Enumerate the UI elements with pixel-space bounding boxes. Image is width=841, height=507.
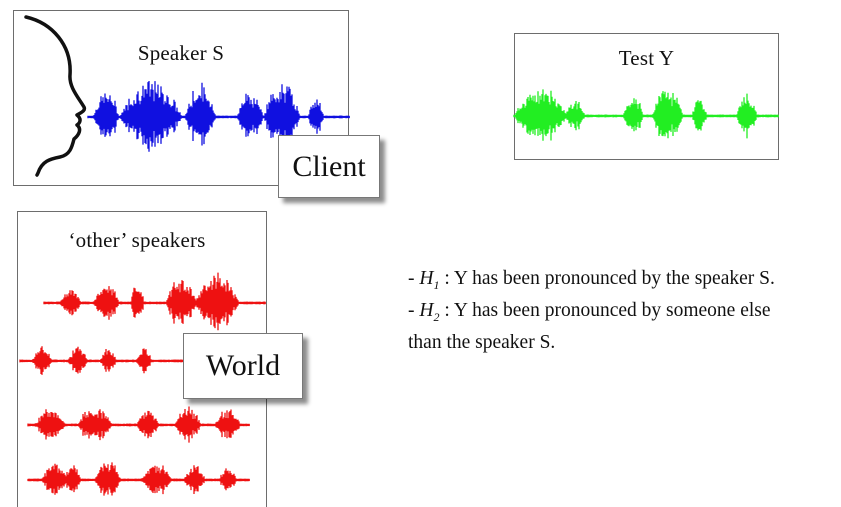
hypothesis-text: : Y has been pronounced by someone else [439,299,771,321]
hypothesis-symbol: H1 [419,268,440,292]
speaker-title: Speaker S [137,41,225,65]
head-profile-icon [24,15,87,177]
hypothesis-text: : Y has been pronounced by the speaker S… [439,268,775,289]
client-label: Client [278,135,380,198]
test-panel: Test Y [514,33,779,160]
waveform-trace [43,272,266,331]
hypothesis-2-continued: than the speaker S. [408,330,838,356]
hypothesis-text: than the speaker S. [408,331,556,353]
waveform-trace [87,81,350,152]
waveform-trace [19,346,190,375]
hypothesis-symbol: H2 [419,299,440,324]
waveform-trace [27,406,250,443]
world-label: World [183,333,303,399]
test-waveform [513,89,779,141]
hypotheses-text: - H1 : Y has been pronounced by the spea… [408,266,838,356]
bullet: - [408,299,415,321]
other-speaker-waveform [27,462,250,496]
waveform-trace [27,462,250,496]
waveform-trace [513,89,779,141]
speaker-panel: Speaker S [13,10,349,186]
bullet: - [408,268,415,289]
test-title: Test Y [618,46,675,70]
hypothesis-1: - H1 : Y has been pronounced by the spea… [408,266,838,298]
speaker-waveform [87,81,350,152]
other-speaker-waveform [19,346,190,375]
other-speaker-waveform [43,272,266,331]
other-speakers-title: ‘other’ speakers [68,228,206,252]
other-speaker-waveform [27,406,250,443]
hypothesis-2: - H2 : Y has been pronounced by someone … [408,298,838,330]
